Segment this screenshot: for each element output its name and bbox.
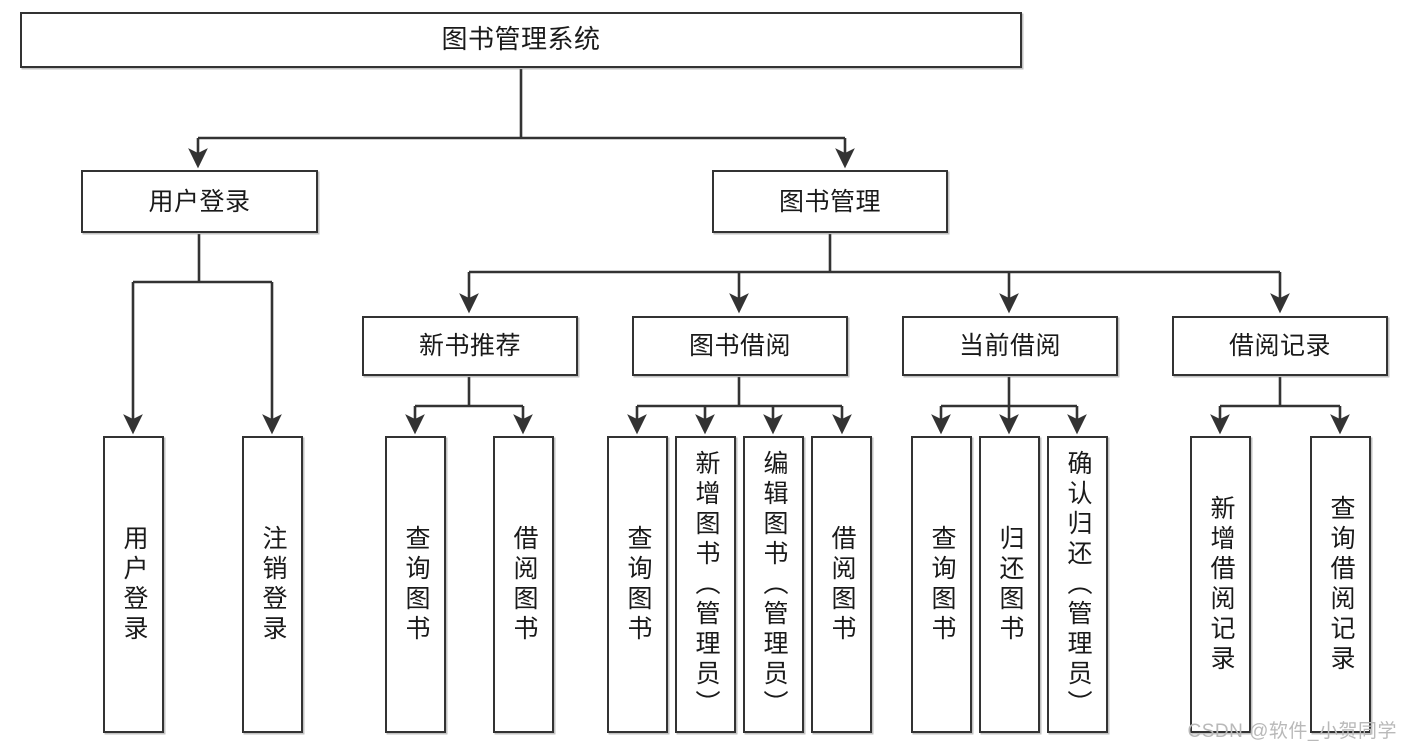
leaf-user-logout[interactable]: 注销登录 <box>242 436 303 733</box>
leaf-user-login[interactable]: 用户登录 <box>103 436 164 733</box>
leaf-confirm-return-label: 确认归还（管理员） <box>1064 449 1092 720</box>
leaf-borrow-book-2-label: 借阅图书 <box>828 524 856 645</box>
csdn-watermark: CSDN @软件_小贺同学 <box>1187 721 1397 742</box>
leaf-user-login-label: 用户登录 <box>120 524 148 645</box>
leaf-edit-book-label: 编辑图书（管理员） <box>760 449 788 720</box>
leaf-user-logout-label: 注销登录 <box>259 524 287 645</box>
node-book-borrow-label: 图书借阅 <box>688 332 791 360</box>
leaf-query-book-3[interactable]: 查询图书 <box>911 436 972 733</box>
leaf-return-book-label: 归还图书 <box>996 524 1024 645</box>
leaf-borrow-book-1[interactable]: 借阅图书 <box>493 436 554 733</box>
node-root-label: 图书管理系统 <box>441 24 601 55</box>
node-book-borrow[interactable]: 图书借阅 <box>632 316 848 376</box>
node-user-login-label: 用户登录 <box>148 187 251 216</box>
leaf-query-book-2-label: 查询图书 <box>624 524 652 645</box>
leaf-query-book-3-label: 查询图书 <box>928 524 956 645</box>
leaf-query-borrow-record[interactable]: 查询借阅记录 <box>1310 436 1371 733</box>
node-borrow-record[interactable]: 借阅记录 <box>1172 316 1388 376</box>
leaf-query-book-1[interactable]: 查询图书 <box>385 436 446 733</box>
leaf-query-borrow-record-label: 查询借阅记录 <box>1327 494 1355 675</box>
node-borrow-record-label: 借阅记录 <box>1228 332 1331 360</box>
leaf-confirm-return[interactable]: 确认归还（管理员） <box>1047 436 1108 733</box>
leaf-edit-book[interactable]: 编辑图书（管理员） <box>743 436 804 733</box>
leaf-add-borrow-record[interactable]: 新增借阅记录 <box>1190 436 1251 733</box>
node-root[interactable]: 图书管理系统 <box>20 12 1022 68</box>
node-user-login[interactable]: 用户登录 <box>81 170 318 233</box>
leaf-borrow-book-2[interactable]: 借阅图书 <box>811 436 872 733</box>
leaf-return-book[interactable]: 归还图书 <box>979 436 1040 733</box>
leaf-add-borrow-record-label: 新增借阅记录 <box>1207 494 1235 675</box>
node-book-manage-label: 图书管理 <box>778 187 881 216</box>
node-current-borrow-label: 当前借阅 <box>958 332 1061 360</box>
leaf-borrow-book-1-label: 借阅图书 <box>510 524 538 645</box>
node-new-book-recommend-label: 新书推荐 <box>418 332 521 360</box>
node-current-borrow[interactable]: 当前借阅 <box>902 316 1118 376</box>
leaf-query-book-2[interactable]: 查询图书 <box>607 436 668 733</box>
leaf-add-book[interactable]: 新增图书（管理员） <box>675 436 736 733</box>
node-new-book-recommend[interactable]: 新书推荐 <box>362 316 578 376</box>
node-book-manage[interactable]: 图书管理 <box>712 170 948 233</box>
leaf-add-book-label: 新增图书（管理员） <box>692 449 720 720</box>
leaf-query-book-1-label: 查询图书 <box>402 524 430 645</box>
